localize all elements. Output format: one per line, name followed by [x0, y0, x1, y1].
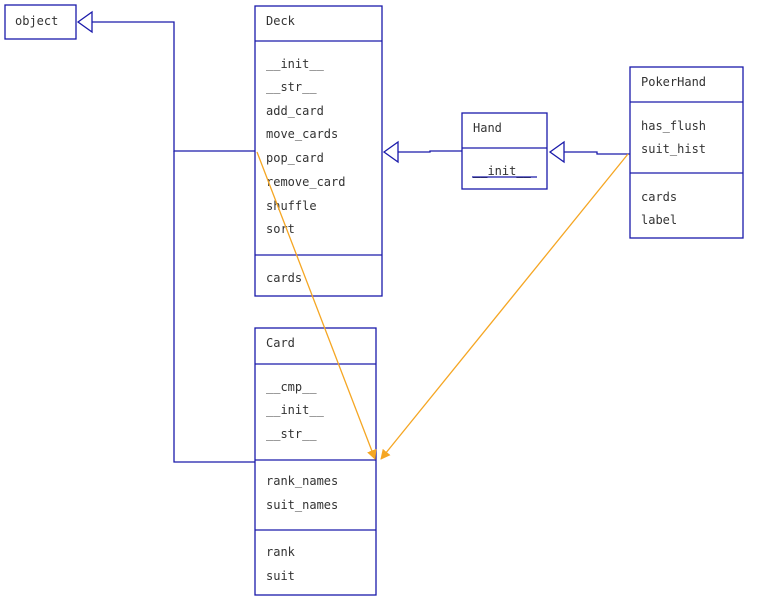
class-deck: Deck __init__ __str__ add_card move_card… — [254, 5, 383, 297]
method: pop_card — [266, 151, 324, 165]
class-name: Card — [266, 336, 295, 350]
attribute: suit — [266, 569, 295, 583]
method: shuffle — [266, 199, 317, 213]
inheritance-deck-object — [76, 10, 255, 152]
method: remove_card — [266, 175, 345, 189]
class-object: object — [4, 4, 77, 40]
inheritance-arrowhead-icon — [382, 140, 399, 164]
method: suit_hist — [641, 142, 706, 156]
attribute: label — [641, 213, 677, 227]
class-hand: Hand __init__ — [461, 112, 548, 190]
inheritance-arrowhead-icon — [76, 10, 93, 34]
method: __str__ — [266, 427, 317, 441]
attribute: cards — [641, 190, 677, 204]
method: add_card — [266, 104, 324, 118]
method: __init__ — [266, 403, 325, 417]
class-pokerhand: PokerHand has_flush suit_hist cards labe… — [629, 66, 744, 239]
inheritance-card-object — [173, 151, 255, 463]
class-attribute: rank_names — [266, 474, 338, 488]
attribute: rank — [266, 545, 296, 559]
method: sort — [266, 222, 295, 236]
class-card: Card __cmp__ __init__ __str__ rank_names… — [254, 327, 377, 596]
method: __init__ — [266, 57, 325, 71]
attribute: cards — [266, 271, 302, 285]
method: __init__ — [473, 164, 532, 178]
method: __cmp__ — [266, 380, 317, 394]
method: __str__ — [266, 80, 317, 94]
class-name: Deck — [266, 14, 296, 28]
dependency-deck-card — [256, 151, 377, 460]
dependency-pokerhand-card — [380, 153, 629, 460]
inheritance-hand-deck — [382, 140, 462, 164]
class-attribute: suit_names — [266, 498, 338, 512]
method: has_flush — [641, 119, 706, 133]
class-name: Hand — [473, 121, 502, 135]
class-name: PokerHand — [641, 75, 706, 89]
class-name: object — [15, 14, 58, 28]
method: move_cards — [266, 127, 338, 141]
inheritance-arrowhead-icon — [548, 140, 565, 164]
inheritance-pokerhand-hand — [548, 140, 630, 164]
